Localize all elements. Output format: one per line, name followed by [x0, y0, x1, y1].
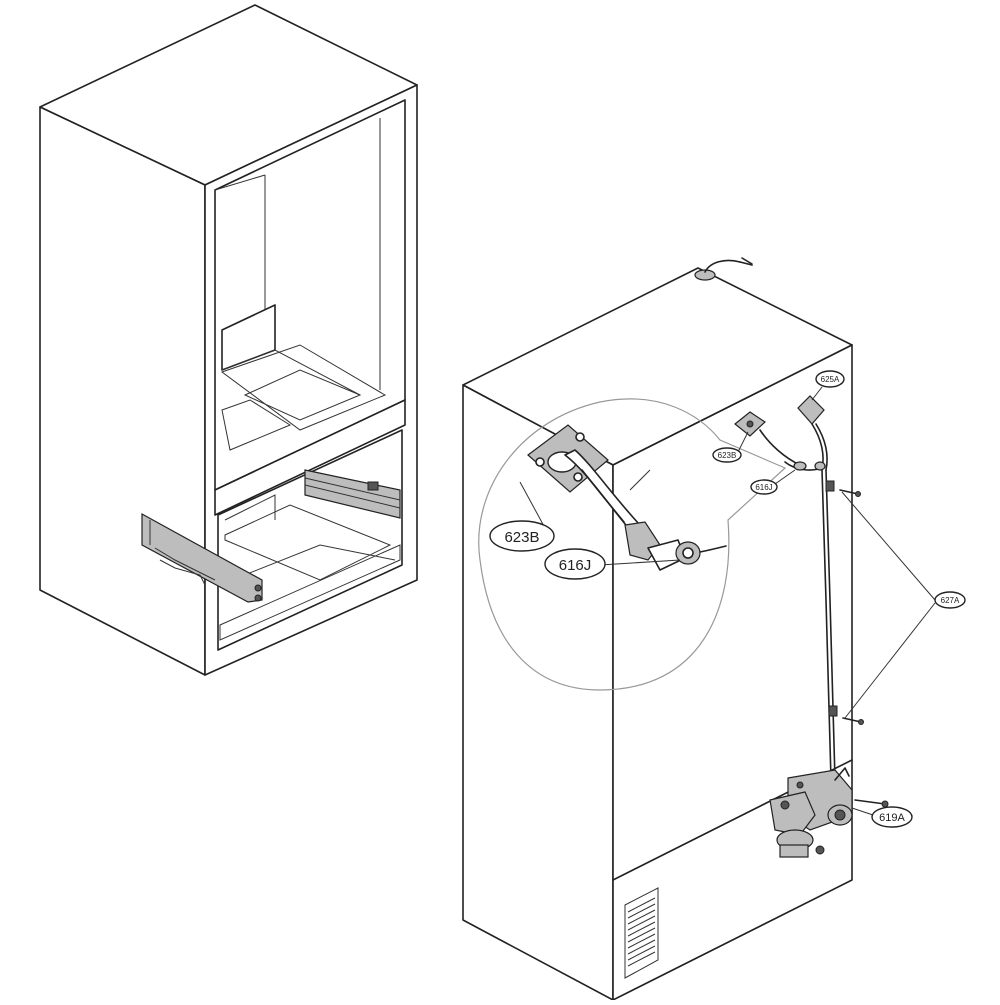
vertical-tube — [825, 469, 836, 781]
label-627a: 627A — [941, 596, 960, 605]
callout-623b-small: 623B — [712, 431, 749, 463]
label-619a: 619A — [879, 812, 905, 824]
cabinet-front — [204, 84, 418, 676]
inlet-fitting — [797, 395, 825, 425]
water-valve — [769, 767, 853, 858]
water-line-assembly — [734, 395, 889, 858]
callout-619a: 619A — [851, 806, 913, 828]
label-616j-large: 616J — [559, 557, 592, 574]
callout-616j-small: 616J — [750, 469, 796, 495]
top-grommet — [694, 269, 716, 281]
freezer-opening — [217, 429, 403, 651]
vent-grille — [624, 887, 659, 979]
magnifier-outline — [478, 398, 787, 691]
label-623b-large: 623B — [504, 529, 539, 546]
label-616j-small: 616J — [755, 483, 772, 492]
open-cabinet — [39, 4, 418, 676]
callout-625a: 625A — [811, 370, 845, 401]
detail-magnifier — [478, 398, 787, 691]
label-625a: 625A — [821, 375, 840, 384]
cabinet-side — [39, 106, 206, 676]
drawer-panel — [141, 512, 263, 603]
callout-623b-large: 623B — [489, 520, 555, 552]
rear-cabinet — [462, 257, 853, 1001]
callout-616j-large: 616J — [544, 548, 606, 580]
mullion — [214, 399, 406, 516]
callout-627a: 627A — [841, 491, 966, 719]
label-623b-small: 623B — [718, 451, 737, 460]
